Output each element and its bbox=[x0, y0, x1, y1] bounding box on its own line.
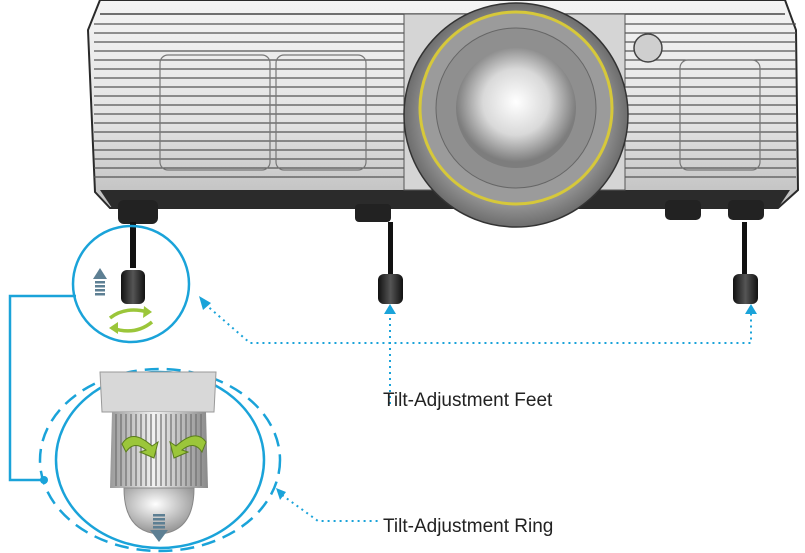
ir-sensor-icon bbox=[633, 33, 663, 63]
magnifier-connector bbox=[8, 294, 76, 484]
tilt-foot-left bbox=[121, 222, 145, 304]
callout-arrowheads bbox=[199, 296, 757, 500]
tilt-adjustment-ring-label: Tilt-Adjustment Ring bbox=[383, 516, 554, 537]
front-foot-housing bbox=[118, 200, 158, 224]
foot-magnifier-small bbox=[71, 224, 191, 344]
callout-lines bbox=[204, 303, 752, 522]
ring-magnifier-large bbox=[38, 367, 282, 553]
arrow-up-icon bbox=[93, 268, 107, 296]
tilt-adjustment-feet-label: Tilt-Adjustment Feet bbox=[383, 390, 553, 411]
arrow-down-icon bbox=[150, 514, 168, 542]
rotate-arrows-icon bbox=[121, 435, 207, 459]
tilt-foot-right bbox=[733, 222, 758, 304]
projector-body bbox=[86, 0, 800, 228]
lens-assembly bbox=[403, 2, 629, 228]
rotate-arrows-icon bbox=[108, 306, 154, 334]
tilt-foot-center bbox=[378, 222, 403, 304]
